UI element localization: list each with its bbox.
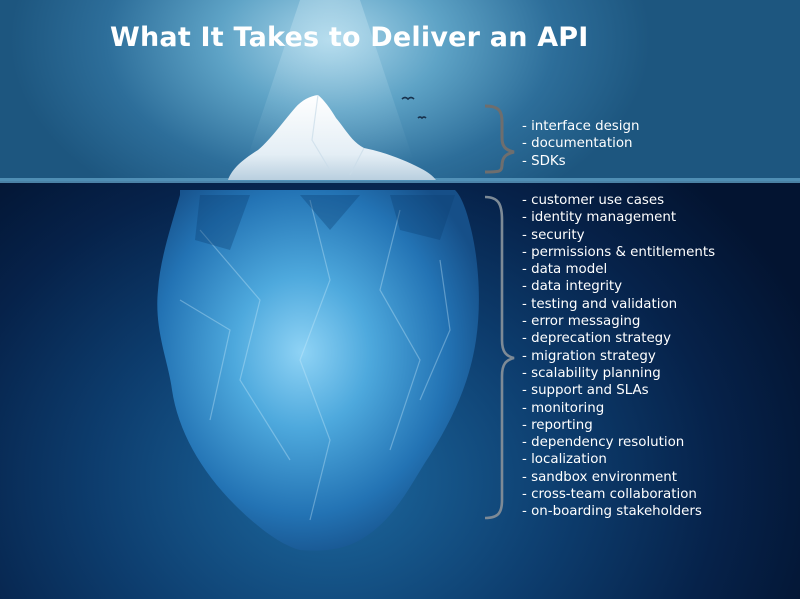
list-item: - deprecation strategy: [522, 331, 672, 347]
list-item: - documentation: [522, 136, 633, 152]
list-item: - localization: [522, 452, 607, 468]
iceberg-shadows: [195, 195, 455, 250]
list-item: - identity management: [522, 210, 677, 226]
iceberg-facets: [179, 199, 451, 521]
submerged-iceberg: [157, 190, 479, 551]
brace-bottom: [484, 195, 515, 520]
list-item: - monitoring: [522, 400, 605, 416]
list-item: - data model: [522, 262, 608, 278]
list-item: - SDKs: [522, 153, 566, 169]
page-title: What It Takes to Deliver an API: [110, 22, 589, 53]
list-item: - cross-team collaboration: [522, 487, 697, 503]
list-item: - on-boarding stakeholders: [522, 504, 702, 520]
list-item: - testing and validation: [522, 296, 678, 312]
brace-top: [484, 104, 515, 174]
list-item: - scalability planning: [522, 365, 661, 381]
list-item: - dependency resolution: [522, 435, 685, 451]
list-item: - security: [522, 227, 585, 243]
list-item: - interface design: [522, 119, 640, 134]
list-item: - permissions & entitlements: [522, 244, 716, 260]
iceberg-tip: [228, 95, 436, 180]
above-water-list: - interface design - documentation - SDK…: [522, 118, 640, 170]
list-item: - support and SLAs: [522, 383, 649, 399]
birds: [401, 96, 427, 120]
list-item: - data integrity: [522, 279, 623, 295]
below-water-list: - customer use cases - identity manageme…: [522, 192, 715, 521]
list-item: - migration strategy: [522, 348, 656, 364]
list-item: - customer use cases: [522, 193, 665, 208]
list-item: - reporting: [522, 417, 593, 433]
list-item: - sandbox environment: [522, 469, 677, 485]
water-surface: [0, 178, 800, 183]
list-item: - error messaging: [522, 314, 641, 330]
